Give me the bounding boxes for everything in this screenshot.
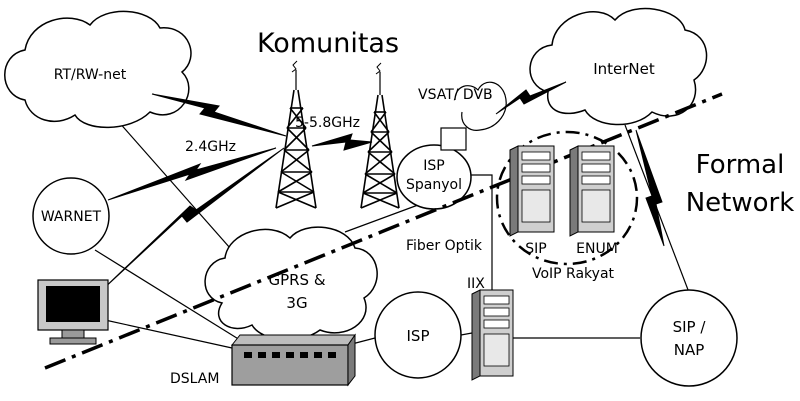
sip-nap-label-line2: NAP bbox=[674, 341, 705, 359]
iix-server-icon bbox=[471, 289, 514, 381]
sip-nap-node bbox=[640, 289, 738, 387]
wireless-rtrw-tower bbox=[151, 93, 287, 137]
rtrw-net-label: RT/RW-net bbox=[54, 67, 127, 83]
formal-boundary-line bbox=[44, 92, 723, 370]
dslam-device bbox=[230, 333, 356, 387]
isp-node bbox=[374, 291, 462, 379]
iix-label: IIX bbox=[467, 276, 485, 292]
wireless-vsat-internet bbox=[495, 81, 567, 115]
link-warnet-dslam bbox=[94, 249, 241, 341]
tower-icon-left bbox=[275, 60, 317, 209]
gprs-label-line2: 3G bbox=[286, 294, 307, 312]
link-ispspanyol-iix bbox=[470, 174, 493, 292]
rtrw-net-cloud bbox=[4, 10, 192, 129]
vsat-cloud-arc bbox=[454, 81, 507, 131]
formal-label-line1: Formal bbox=[696, 150, 785, 180]
link-ispspanyol-gprs bbox=[344, 204, 419, 233]
diagram-title: Komunitas bbox=[257, 28, 399, 59]
link-58ghz-label: 5-5.8GHz bbox=[295, 115, 360, 131]
monitor-icon bbox=[37, 279, 109, 345]
sip-server-icon bbox=[509, 145, 555, 237]
dslam-label: DSLAM bbox=[170, 371, 219, 387]
internet-cloud bbox=[529, 7, 708, 126]
warnet-node bbox=[32, 177, 110, 255]
warnet-label: WARNET bbox=[41, 209, 102, 225]
gprs-3g-cloud bbox=[204, 226, 378, 341]
wireless-internet-sipnap bbox=[635, 129, 665, 247]
isp-spanyol-label-line1: ISP bbox=[423, 158, 444, 174]
voip-rakyat-label: VoIP Rakyat bbox=[532, 266, 615, 282]
wireless-links bbox=[99, 81, 665, 293]
isp-label: ISP bbox=[407, 327, 430, 345]
link-vsat-label: VSAT/ DVB bbox=[418, 87, 493, 103]
wireless-monitor-tower bbox=[99, 147, 285, 293]
link-monitor-dslam bbox=[104, 319, 233, 349]
voip-rakyat-group bbox=[495, 130, 639, 266]
internet-label: InterNet bbox=[593, 60, 655, 78]
enum-server-icon bbox=[569, 145, 615, 237]
link-rtrw-gprs bbox=[109, 111, 246, 266]
sip-nap-label-line1: SIP / bbox=[673, 318, 707, 336]
link-24ghz-label: 2.4GHz bbox=[185, 139, 236, 155]
link-isp-iix bbox=[460, 332, 473, 336]
isp-spanyol-label-line2: Spanyol bbox=[406, 177, 462, 193]
gprs-label-line1: GPRS & bbox=[268, 271, 325, 289]
vsat-dish-box bbox=[440, 127, 467, 151]
link-fiber-label: Fiber Optik bbox=[406, 238, 483, 254]
wireless-tower-tower bbox=[311, 133, 373, 151]
sip-server-label: SIP bbox=[525, 241, 546, 257]
enum-server-label: ENUM bbox=[576, 241, 618, 257]
tower-icon-right bbox=[360, 62, 400, 209]
formal-label-line2: Network bbox=[686, 188, 795, 218]
wireless-warnet-tower bbox=[107, 147, 277, 201]
